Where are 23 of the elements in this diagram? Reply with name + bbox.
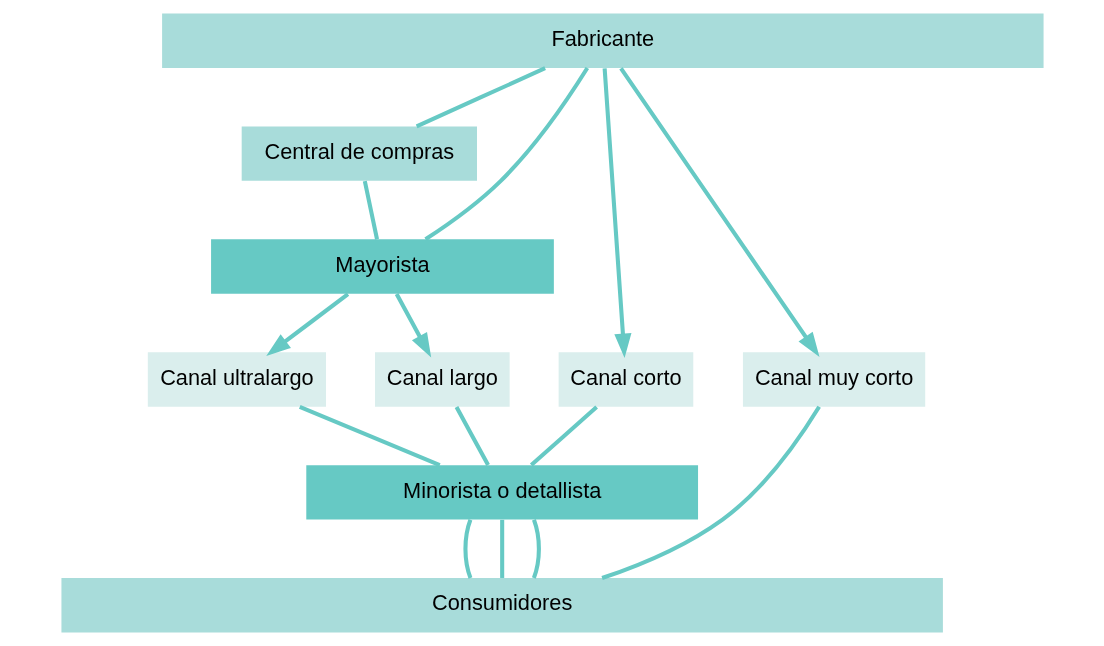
arrow: [602, 68, 631, 358]
arrow: [618, 67, 819, 357]
connector: [499, 519, 504, 578]
node-box: Canal ultralargo: [147, 352, 326, 407]
connector: [423, 66, 589, 241]
node-box: Mayorista: [210, 239, 554, 294]
arrow: [265, 292, 349, 356]
node-box: Canal corto: [558, 352, 693, 407]
connector: [531, 519, 541, 579]
connector: [362, 180, 379, 240]
connector: [415, 66, 546, 129]
connector: [600, 405, 821, 580]
connector: [462, 519, 472, 579]
node-box: Minorista o detallista: [305, 465, 698, 520]
node-box: Canal muy corto: [742, 352, 925, 407]
connector: [298, 405, 441, 467]
arrow: [394, 293, 431, 358]
node-box: Fabricante: [161, 13, 1044, 68]
node-box: Canal largo: [374, 352, 510, 407]
node-box: Central de compras: [241, 126, 477, 181]
connector: [454, 405, 490, 467]
node-box: Consumidores: [60, 578, 943, 633]
connector: [529, 405, 598, 467]
